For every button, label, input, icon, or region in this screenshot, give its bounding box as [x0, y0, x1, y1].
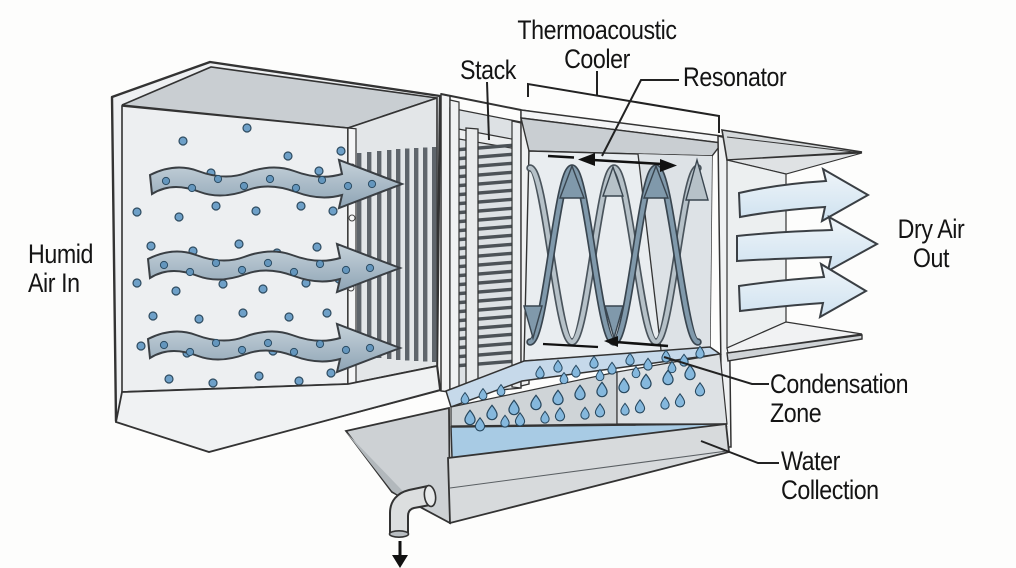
drain-assembly: [344, 406, 451, 568]
water-leader: [700, 440, 779, 464]
label-dry-air-out: Dry Air Out: [897, 214, 965, 273]
stack-divider: [465, 127, 479, 391]
stack-leader: [486, 81, 490, 141]
inlet-grille: [347, 96, 438, 385]
cooler-bracket: [527, 82, 720, 133]
condensation-and-collection: [445, 345, 730, 525]
stack-section: [440, 93, 522, 396]
humid-air-chamber: [110, 60, 442, 453]
chamber-floor: [114, 364, 441, 453]
oscillation-arrows: [542, 153, 677, 349]
drain-arrow-icon: [392, 541, 408, 568]
label-humid-air-in: Humid Air In: [28, 240, 93, 298]
label-thermoacoustic-cooler: Thermoacoustic Cooler: [517, 15, 677, 74]
dry-air-arrows: [736, 166, 880, 319]
leader-lines: [486, 71, 779, 464]
label-humid-air-in-line1: Humid: [28, 239, 93, 269]
resonator-leader: [601, 79, 679, 157]
condensation-leader: [663, 356, 769, 385]
outlet-section: [721, 129, 880, 362]
stack-fins: [453, 143, 517, 368]
label-humid-air-in-line2: Air In: [28, 268, 80, 298]
label-water-collection: Water Collection: [781, 446, 879, 505]
label-condensation-zone: Condensation Zone: [770, 369, 909, 428]
label-resonator: Resonator: [683, 62, 787, 92]
label-stack: Stack: [460, 55, 516, 85]
wave-arrowheads: [523, 157, 709, 341]
